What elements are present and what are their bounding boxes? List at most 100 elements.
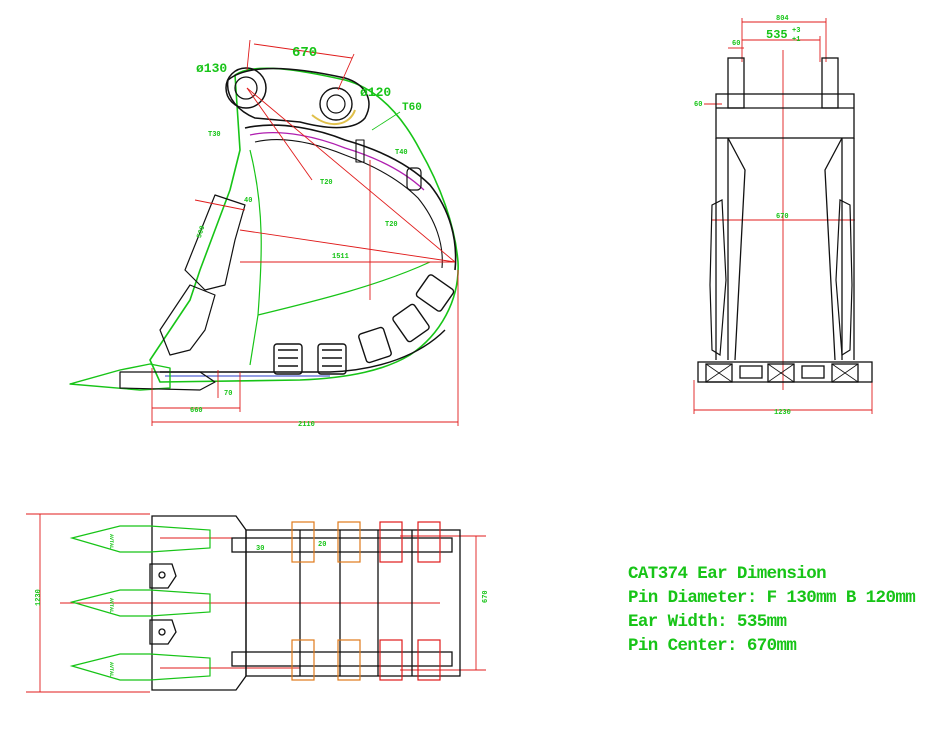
- bucket-back-plate-inner: [254, 139, 443, 269]
- spec-ear-width: Ear Width: 535mm: [628, 612, 787, 632]
- top-adapter-7: [379, 639, 403, 681]
- pin-front-bore: [234, 76, 258, 100]
- tooth-marking-1: AVTAL: [108, 534, 114, 549]
- radial-line-4: [239, 229, 456, 263]
- top-body: [149, 515, 461, 691]
- adapter-box-4: [739, 365, 763, 379]
- plate-t60-label: T60: [402, 102, 422, 114]
- side-dim-40: 40: [244, 197, 252, 205]
- side-cutter: [184, 194, 246, 291]
- lug-hole-2: [158, 628, 166, 636]
- dim-2110-label: 2110: [298, 421, 315, 429]
- lug-1: [149, 563, 177, 589]
- top-adapter-1: [291, 521, 315, 563]
- t60-leader: [371, 111, 401, 131]
- front-dims-top: [693, 18, 873, 414]
- spec-title: CAT374 Ear Dimension: [628, 564, 827, 584]
- dim-bottom: [151, 270, 459, 426]
- ear-right: [821, 57, 839, 109]
- top-dim-20: 20: [318, 541, 326, 549]
- side-cutter-lower: [159, 284, 216, 356]
- top-view: AVTAL AVTAL AVTAL 1230 670 30 20: [26, 513, 490, 693]
- spec-notes: CAT374 Ear Dimension Pin Diameter: F 130…: [628, 562, 928, 658]
- radial-line-2: [246, 87, 313, 181]
- tooth-adapter-4: [392, 303, 430, 343]
- dim-670-ext1: [246, 39, 251, 71]
- dim-670-side: [246, 39, 355, 91]
- lug-2: [149, 619, 177, 645]
- adapter-box-2: [767, 363, 795, 383]
- tooth-top-3: [69, 653, 211, 681]
- top-dim-30: 30: [256, 545, 264, 553]
- bucket-body-top: [245, 529, 461, 677]
- radial-line-1: [246, 87, 456, 263]
- front-frame: [697, 57, 873, 383]
- side-dim-500: 500: [196, 225, 208, 239]
- tooth-adapter-5: [415, 274, 455, 312]
- pin-back-label: ø120: [360, 85, 391, 100]
- tooth-marking-2: AVTAL: [108, 598, 114, 613]
- front-ear-tol-upper: +3: [792, 27, 800, 35]
- front-ear-width: 535: [766, 28, 788, 42]
- rear-lug: [406, 167, 422, 191]
- dim-670-line: [253, 43, 353, 59]
- upper-stiffener: [355, 139, 365, 163]
- front-cutter-right: [835, 199, 853, 357]
- top-adapter-3: [379, 521, 403, 563]
- inner-1511-label: 1511: [332, 253, 349, 261]
- front-side-cutters: [709, 199, 853, 357]
- front-ear-tol-lower: +1: [792, 36, 800, 44]
- lug-hole-1: [158, 571, 166, 579]
- pin-back-hatch: [311, 109, 356, 125]
- dim-660-label: 660: [190, 407, 203, 415]
- front-right-wall: [841, 138, 855, 360]
- plate-t40-label: T40: [395, 149, 408, 157]
- top-adapter-4: [417, 521, 441, 563]
- adapter-box-1: [705, 363, 733, 383]
- bucket-shell-outline: [149, 67, 459, 383]
- front-pin-center: 670: [776, 213, 789, 221]
- dim-70-label: 70: [224, 390, 232, 398]
- spec-pin-center: Pin Center: 670mm: [628, 636, 797, 656]
- pin-center-label: 670: [292, 45, 317, 61]
- cutter-diag: [194, 199, 246, 211]
- front-ear-thk: 60: [732, 40, 740, 48]
- top-beam: [715, 93, 855, 139]
- ear-left: [727, 57, 745, 109]
- top-adapter-6: [337, 639, 361, 681]
- side-teeth: [273, 274, 455, 375]
- top-adapter-5: [291, 639, 315, 681]
- pin-front-label: ø130: [196, 61, 227, 76]
- side-view: ø130 ø120 670 T60 T30 T40 T20 T20 500 40…: [69, 39, 459, 429]
- tooth-marking-3: AVTAL: [108, 662, 114, 677]
- front-top-width: 804: [776, 15, 789, 23]
- ear-top-left: [231, 537, 453, 553]
- front-side-60: 60: [694, 101, 702, 109]
- front-cutter-left: [709, 199, 727, 357]
- pin-front-boss: [225, 67, 267, 109]
- top-dims: [26, 513, 486, 693]
- side-red-lines: [194, 87, 456, 300]
- bucket-floor: [160, 329, 446, 373]
- adapter-box-5: [801, 365, 825, 379]
- adapter-box-3: [831, 363, 859, 383]
- ear-plate: [226, 67, 370, 129]
- adapter-cross-1: [705, 363, 859, 383]
- tooth-top-1: [69, 525, 211, 553]
- tooth-adapter-1: [273, 343, 303, 375]
- front-tooth: [69, 363, 171, 391]
- wear-strip: [249, 132, 425, 191]
- front-tooth-adapter: [119, 371, 216, 391]
- dim-670-ext2: [337, 53, 355, 91]
- tooth-hatching: [278, 349, 342, 367]
- front-view: 804 535 +3 +1 60 60 670 1230: [693, 15, 873, 417]
- top-adapter-2: [337, 521, 361, 563]
- tooth-top-2: [69, 589, 211, 617]
- front-inner-left: [727, 137, 746, 361]
- front-inner-right: [824, 137, 843, 361]
- spec-pin-diameter: Pin Diameter: F 130mm B 120mm: [628, 588, 916, 608]
- top-adapters: [291, 521, 441, 681]
- top-teeth: AVTAL AVTAL AVTAL: [69, 525, 211, 681]
- top-overall-width: 1230: [35, 589, 43, 606]
